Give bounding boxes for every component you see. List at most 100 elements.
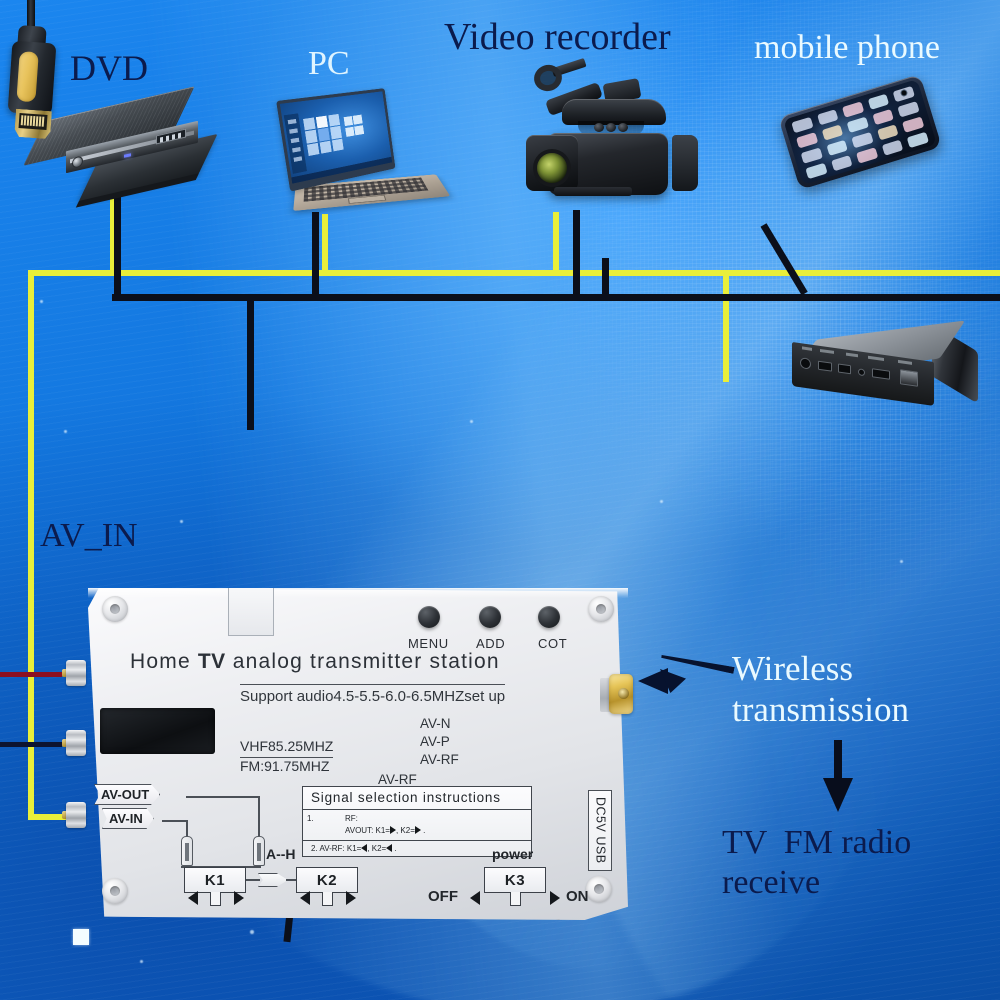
dvd-display (156, 128, 186, 145)
tv-box-ethernet-port (900, 369, 918, 387)
tv-box-usb-port-2 (838, 363, 851, 375)
schematic-line-k1-k2-b (286, 879, 300, 881)
wireless-transmission-arrow (638, 660, 734, 698)
signal-row2-pre: 2. AV-RF: K1= (311, 844, 362, 853)
rca-jack-black[interactable] (62, 730, 86, 756)
k2-stem (322, 892, 333, 906)
signal-selection-instructions: Signal selection instructions 1. RF: AVO… (302, 786, 532, 857)
k2-arrow-left-icon[interactable] (300, 891, 310, 905)
video-cable-to-av-in (28, 814, 86, 820)
cot-button[interactable] (538, 606, 560, 628)
video-cable-pc-drop (322, 214, 328, 274)
cot-button-label: COT (538, 636, 568, 651)
camcorder-mic-mount (530, 57, 587, 95)
signal-cable-cam-drop (573, 210, 580, 300)
laptop-start-tiles (302, 113, 344, 157)
schematic-line-avout-h (186, 796, 260, 798)
av-mode-rf: AV-RF (420, 751, 459, 767)
k1-arrow-left-icon[interactable] (188, 891, 198, 905)
add-button[interactable] (479, 606, 501, 628)
rca-jack-red[interactable] (62, 660, 86, 686)
av-mode-n: AV-N (420, 716, 451, 731)
schematic-line-avin-h (162, 820, 188, 822)
label-av-in-input: AV_IN (40, 517, 138, 554)
phone-body (778, 74, 942, 190)
rca-pin (62, 811, 69, 819)
camcorder-rear-panel (672, 135, 698, 191)
k3-off-label: OFF (428, 888, 458, 905)
k2-switch[interactable]: K2 (296, 867, 358, 893)
arrow-left-icon (386, 844, 393, 852)
phone-screen (783, 79, 937, 185)
k1-switch[interactable]: K1 (184, 867, 246, 893)
transmitter-enclosure (88, 588, 628, 920)
k3-switch[interactable]: K3 (484, 867, 546, 893)
menu-button-label: MENU (408, 636, 449, 651)
k2-arrow-right-icon[interactable] (346, 891, 356, 905)
arrow-shaft (834, 740, 842, 784)
device-title-suffix: analog transmitter station (225, 650, 500, 673)
device-av-mode-list: AV-N AV-P AV-RF (420, 715, 459, 768)
decorative-white-square (73, 929, 89, 945)
transmitter-standoff-br (586, 876, 612, 902)
device-title-bold: TV (197, 650, 226, 673)
arrow-head-icon (823, 778, 853, 812)
hdmi-gold-panel (16, 51, 39, 103)
analog-transmitter-device: MENU ADD COT Home TV analog transmitter … (88, 588, 628, 920)
tv-box-hdmi-port (872, 368, 890, 380)
sparkle (140, 960, 143, 963)
device-title-prefix: Home (130, 650, 198, 673)
sparkle (660, 500, 663, 503)
rca-barrel (66, 802, 86, 828)
windows-logo-icon (343, 114, 364, 138)
rca-wire-black (0, 742, 62, 747)
dvd-player (23, 86, 218, 210)
usb-label: USB (593, 836, 608, 864)
rca-jack-yellow[interactable] (62, 802, 86, 828)
sparkle (470, 420, 473, 423)
av-out-tag: AV-OUT (94, 784, 161, 805)
device-subtitle: Support audio4.5-5.5-6.0-6.5MHZset up (240, 684, 506, 705)
signal-row1-number: 1. (307, 814, 314, 823)
sparkle (250, 930, 254, 934)
frequency-fm: FM:91.75MHZ (240, 757, 330, 774)
k3-arrow-right-icon[interactable] (550, 891, 560, 905)
rca-barrel (66, 660, 86, 686)
k1-arrow-right-icon[interactable] (234, 891, 244, 905)
signal-instructions-row-2: 2. AV-RF: K1=, K2= . (303, 841, 531, 856)
k3-top-label: power (492, 846, 534, 862)
k3-arrow-left-icon[interactable] (470, 891, 480, 905)
transmitter-top-highlight (88, 588, 628, 598)
transmitter-top-notch (228, 588, 274, 636)
frequency-vhf: VHF85.25MHZ (240, 738, 334, 758)
sparkle (40, 300, 43, 303)
laptop-desktop (279, 91, 393, 184)
sparkle (64, 430, 67, 433)
schematic-line-k1-k2-a (246, 879, 260, 881)
k2-top-label: A--H (266, 846, 296, 862)
device-frequency-list: VHF85.25MHZ FM:91.75MHZ (240, 738, 334, 775)
k3-on-label: ON (566, 888, 589, 905)
hdmi-cable (27, 0, 35, 38)
sma-antenna-connector[interactable] (600, 672, 634, 720)
signal-row1-mid: , K2= (395, 826, 415, 835)
label-pc: PC (308, 45, 350, 82)
label-tv-fm-radio-receive: TV FM radio receive (722, 824, 912, 902)
signal-cable-hdmi-drop (247, 300, 254, 430)
dvd-tray-lip (75, 173, 199, 208)
dc5v-label: DC5V (593, 797, 608, 833)
arrow-left-icon (361, 844, 368, 852)
k3-label: K3 (504, 872, 526, 889)
signal-cable-black-bus (112, 294, 1000, 301)
menu-button[interactable] (418, 606, 440, 628)
schematic-line-avout (258, 796, 260, 854)
schematic-relay-1 (181, 836, 193, 866)
signal-row2-mid: , K2= (367, 844, 387, 853)
label-mobile-phone: mobile phone (754, 29, 941, 66)
signal-row1-avout-pre: AVOUT: K1= (345, 826, 390, 835)
rca-barrel (66, 730, 86, 756)
mobile-phone-device (778, 74, 946, 226)
laptop-screen (276, 88, 396, 192)
tv-box-usb-port (818, 360, 832, 372)
